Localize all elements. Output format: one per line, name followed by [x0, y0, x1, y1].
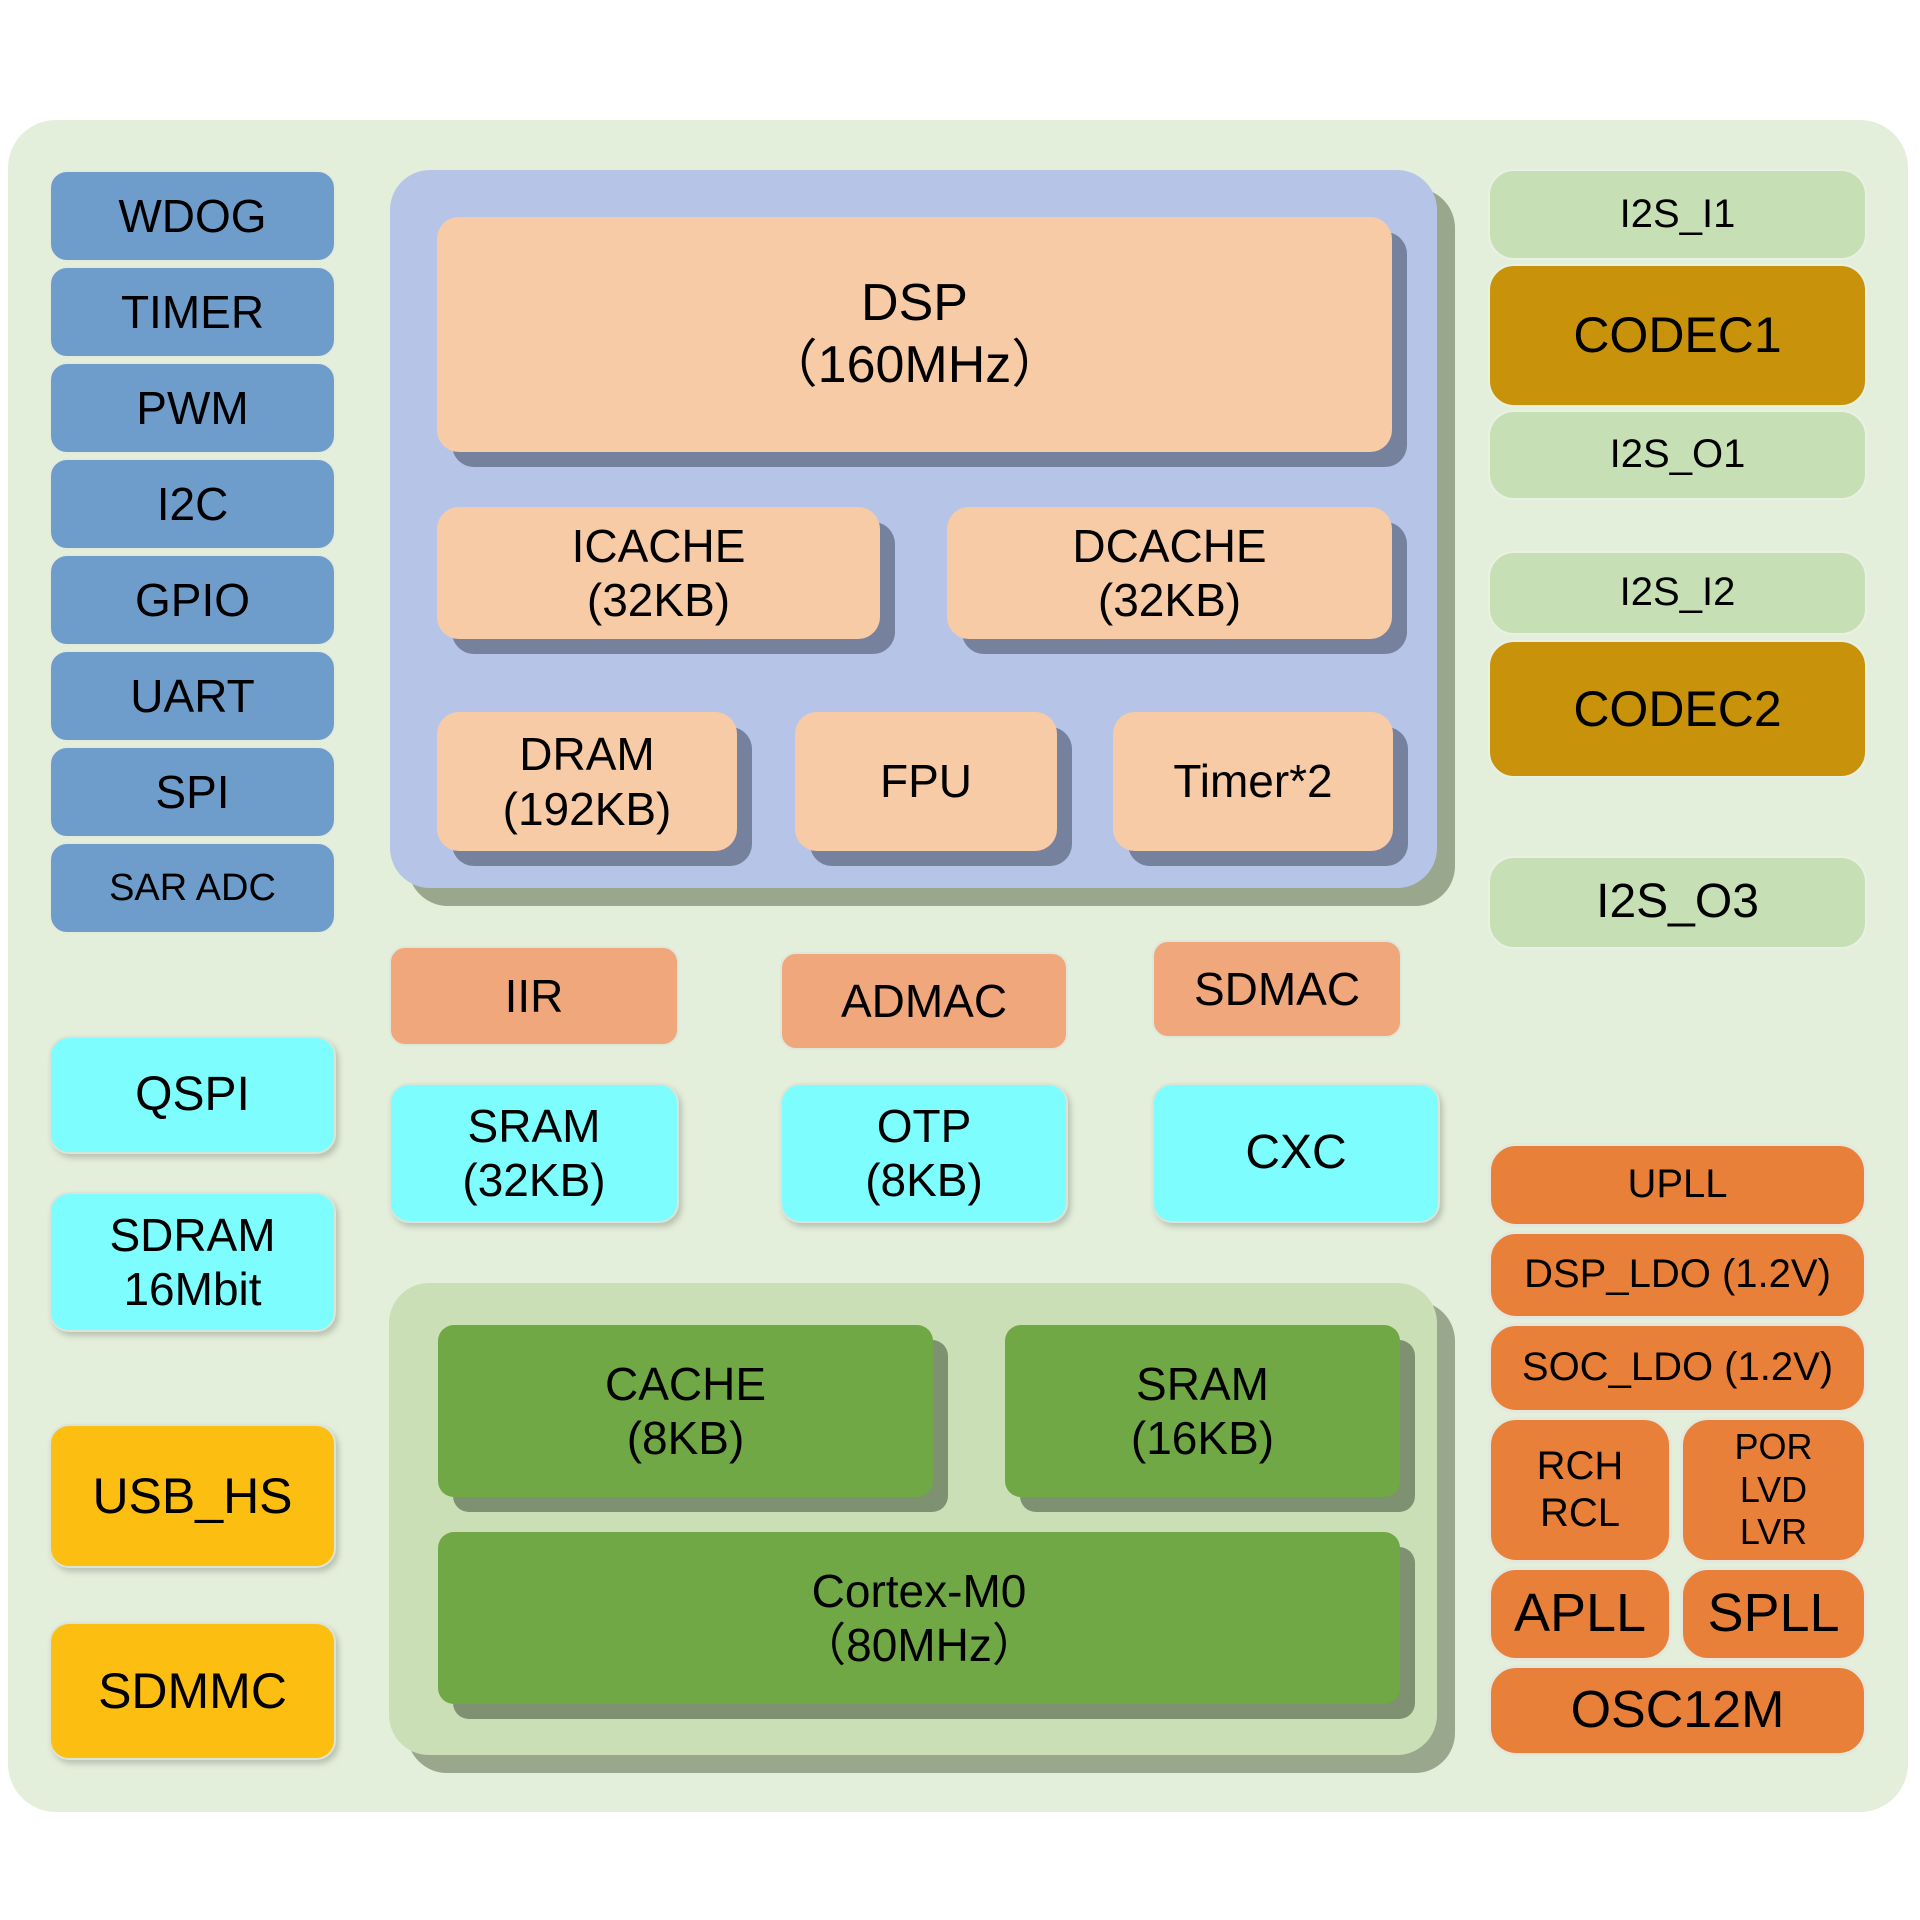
block-gpio: GPIO: [49, 554, 336, 646]
block-por-lvd-lvr-label: LVD: [1739, 1468, 1808, 1510]
block-i2s-o1: I2S_O1: [1488, 410, 1867, 500]
block-otp-label: (8KB): [865, 1154, 983, 1206]
block-pwm: PWM: [49, 362, 336, 454]
block-sdram-16mbit-label: 16Mbit: [123, 1263, 262, 1315]
block-sdmmc-label: SDMMC: [98, 1662, 287, 1719]
block-cxc: CXC: [1152, 1083, 1440, 1223]
block-fpu: FPU: [795, 712, 1057, 851]
block-i2s-i1: I2S_I1: [1488, 169, 1867, 260]
block-osc12m-label: OSC12M: [1570, 1680, 1785, 1739]
block-timer-x2: Timer*2: [1113, 712, 1393, 851]
block-codec2: CODEC2: [1488, 640, 1867, 778]
block-i2s-i1-label: I2S_I1: [1619, 191, 1736, 236]
block-icache-label: (32KB): [586, 574, 731, 626]
block-codec2-label: CODEC2: [1573, 680, 1782, 737]
block-cxc-label: CXC: [1245, 1125, 1347, 1179]
block-i2s-i2: I2S_I2: [1488, 551, 1867, 635]
block-timer-x2-label: Timer*2: [1173, 755, 1333, 808]
block-cortex-m0: Cortex-M0（80MHz）: [438, 1532, 1400, 1704]
block-i2s-o1-label: I2S_O1: [1609, 432, 1746, 477]
block-iir-label: IIR: [504, 969, 564, 1022]
block-timer-label: TIMER: [120, 285, 265, 338]
block-icache-label: ICACHE: [571, 519, 746, 572]
block-dcache-label: (32KB): [1097, 574, 1242, 626]
block-spll: SPLL: [1680, 1567, 1867, 1661]
block-sram-32kb-label: (32KB): [462, 1154, 606, 1206]
block-spi-label: SPI: [155, 765, 230, 818]
block-por-lvd-lvr-label: LVR: [1739, 1511, 1808, 1553]
block-i2c: I2C: [49, 458, 336, 550]
block-usb-hs: USB_HS: [49, 1424, 336, 1568]
block-cache-8kb: CACHE(8KB): [438, 1325, 933, 1497]
block-osc12m: OSC12M: [1488, 1665, 1867, 1756]
block-dcache-label: DCACHE: [1072, 519, 1267, 572]
block-sdmmc: SDMMC: [49, 1622, 336, 1760]
block-sram-16kb-label: (16KB): [1130, 1412, 1275, 1464]
block-dram: DRAM(192KB): [437, 712, 737, 851]
block-qspi-label: QSPI: [135, 1067, 250, 1121]
block-i2s-i2-label: I2S_I2: [1619, 570, 1736, 615]
block-dsp-ldo-label: DSP_LDO (1.2V): [1524, 1252, 1831, 1297]
block-gpio-label: GPIO: [134, 573, 251, 626]
block-icache: ICACHE(32KB): [437, 507, 880, 639]
block-apll: APLL: [1488, 1567, 1672, 1661]
block-sar-adc-label: SAR ADC: [109, 866, 276, 909]
block-dsp-label: DSP: [861, 274, 968, 333]
block-spi: SPI: [49, 746, 336, 838]
block-sram-32kb: SRAM(32KB): [389, 1083, 679, 1223]
block-uart-label: UART: [130, 669, 255, 722]
block-otp-label: OTP: [876, 1099, 972, 1152]
block-usb-hs-label: USB_HS: [92, 1467, 293, 1524]
block-admac-label: ADMAC: [840, 974, 1008, 1027]
block-rch-rcl-label: RCH: [1536, 1443, 1624, 1488]
block-i2s-o3-label: I2S_O3: [1596, 875, 1759, 929]
block-qspi: QSPI: [49, 1036, 336, 1154]
block-soc-ldo: SOC_LDO (1.2V): [1488, 1323, 1867, 1413]
block-upll-label: UPLL: [1627, 1162, 1728, 1207]
block-codec1: CODEC1: [1488, 264, 1867, 407]
block-wdog: WDOG: [49, 170, 336, 262]
block-sram-32kb-label: SRAM: [467, 1099, 601, 1152]
block-cortex-m0-label: （80MHz）: [800, 1619, 1038, 1671]
block-admac: ADMAC: [780, 952, 1068, 1050]
block-i2s-o3: I2S_O3: [1488, 856, 1867, 949]
block-sram-16kb-label: SRAM: [1136, 1357, 1269, 1410]
block-wdog-label: WDOG: [118, 189, 267, 242]
block-rch-rcl-label: RCL: [1539, 1491, 1621, 1535]
block-cortex-m0-label: Cortex-M0: [811, 1564, 1027, 1617]
block-soc-ldo-label: SOC_LDO (1.2V): [1521, 1345, 1834, 1390]
block-apll-label: APLL: [1513, 1583, 1647, 1644]
block-otp: OTP(8KB): [780, 1083, 1068, 1223]
block-iir: IIR: [389, 946, 679, 1046]
block-dram-label: (192KB): [502, 782, 672, 835]
block-timer: TIMER: [49, 266, 336, 358]
block-upll: UPLL: [1488, 1143, 1867, 1227]
block-codec1-label: CODEC1: [1573, 307, 1782, 363]
block-sdmac: SDMAC: [1152, 940, 1402, 1038]
block-sdram-16mbit-label: SDRAM: [109, 1208, 276, 1261]
block-cache-8kb-label: (8KB): [626, 1412, 745, 1464]
block-sram-16kb: SRAM(16KB): [1005, 1325, 1400, 1497]
block-por-lvd-lvr-label: POR: [1734, 1426, 1813, 1468]
block-sdmac-label: SDMAC: [1193, 962, 1361, 1015]
block-pwm-label: PWM: [136, 381, 249, 434]
block-dsp-ldo: DSP_LDO (1.2V): [1488, 1231, 1867, 1319]
block-sar-adc: SAR ADC: [49, 842, 336, 934]
block-fpu-label: FPU: [880, 755, 972, 808]
block-uart: UART: [49, 650, 336, 742]
block-dsp: DSP（160MHz）: [437, 217, 1392, 452]
block-dcache: DCACHE(32KB): [947, 507, 1392, 639]
block-dram-label: DRAM: [519, 728, 655, 781]
block-spll-label: SPLL: [1707, 1583, 1840, 1644]
block-dsp-label: （160MHz）: [765, 335, 1064, 394]
block-i2c-label: I2C: [156, 477, 229, 530]
block-cache-8kb-label: CACHE: [604, 1357, 767, 1410]
